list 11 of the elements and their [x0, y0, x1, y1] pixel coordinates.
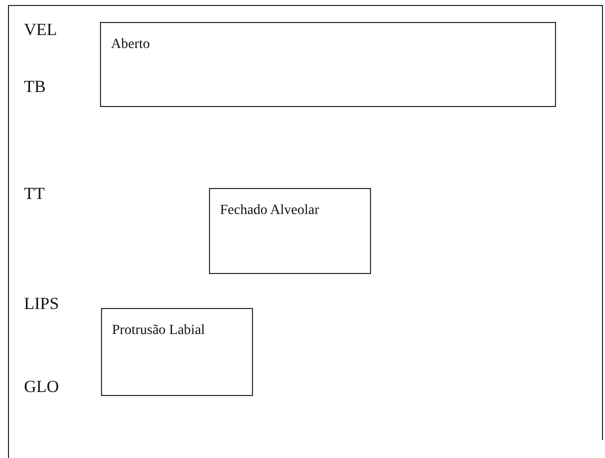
tier-label: LIPS: [24, 294, 59, 314]
gesture-label: Aberto: [111, 36, 151, 54]
gesture-label: Fechado Alveolar: [220, 202, 320, 220]
tier-label: GLO: [24, 377, 59, 397]
gesture-label: Protrusão Labial: [112, 322, 206, 340]
gesture-box: [209, 188, 371, 274]
tier-label: TB: [24, 77, 46, 97]
tier-label: VEL: [24, 20, 58, 40]
tier-label: TT: [24, 184, 45, 204]
gesture-box: [101, 308, 253, 396]
gesture-box: [100, 22, 556, 107]
